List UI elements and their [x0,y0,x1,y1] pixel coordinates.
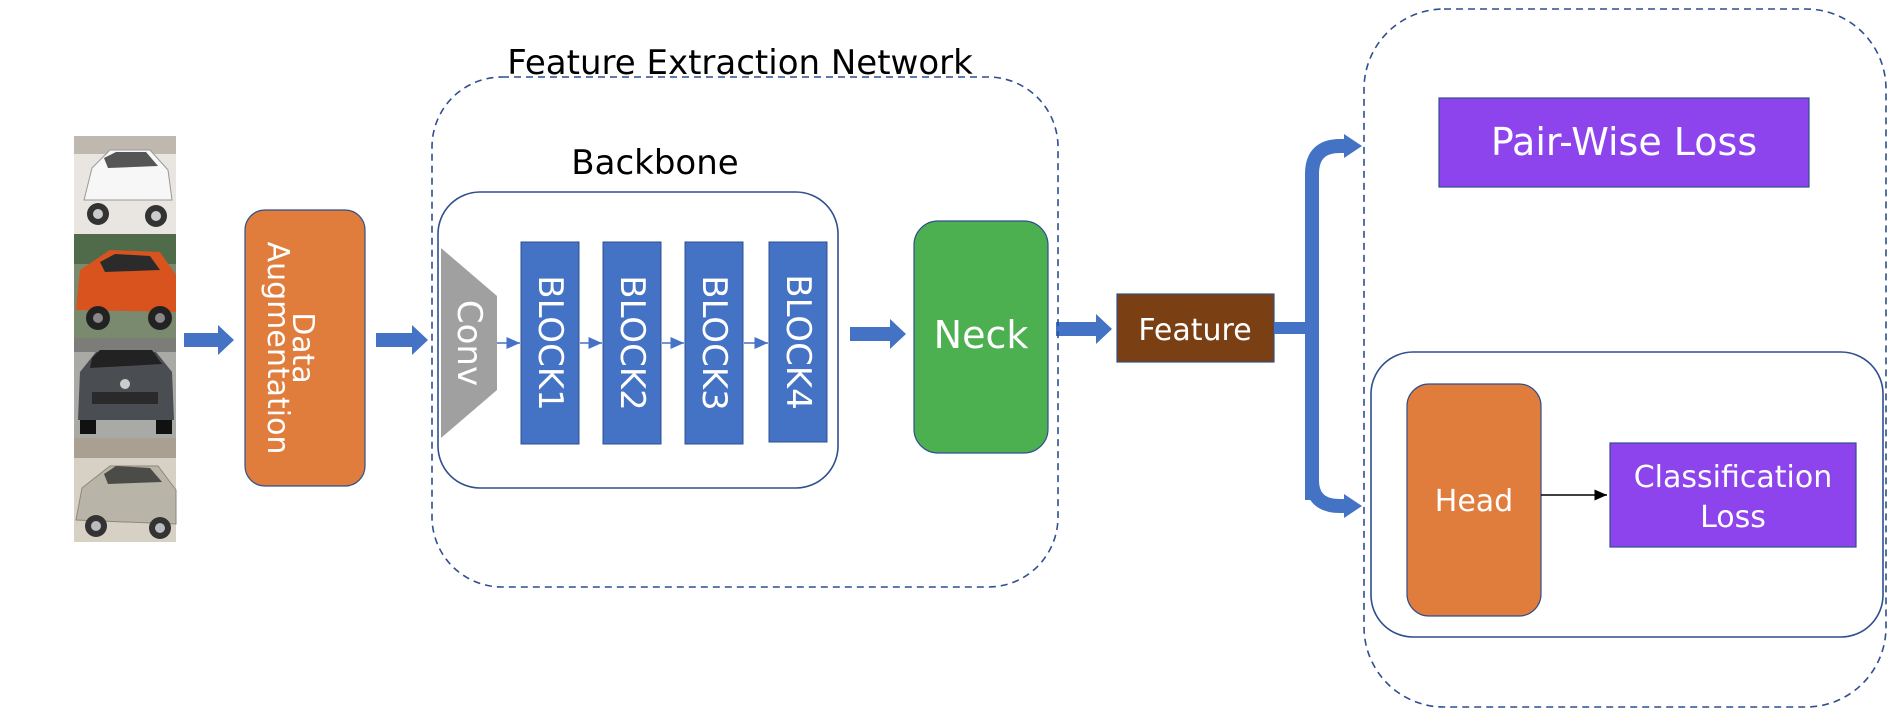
data-augmentation-box: Data Augmentation [244,209,366,487]
backbone-title: Backbone [571,143,738,183]
neck-label: Neck [934,313,1029,357]
block-4-label: BLOCK4 [778,274,818,410]
car-image-3 [74,338,176,438]
branch-arrow [1274,134,1362,518]
block-4: BLOCK4 [768,241,828,443]
head-box: Head [1406,383,1542,617]
block-2-label: BLOCK2 [612,275,652,411]
neck-box: Neck [913,220,1049,454]
block-1: BLOCK1 [520,241,580,445]
feature-extraction-title: Feature Extraction Network [507,43,973,83]
car-image-1 [74,136,176,234]
car-image-2 [74,234,176,338]
pair-wise-loss-box: Pair-Wise Loss [1438,97,1810,188]
data-augmentation-line2: Augmentation [260,242,295,455]
conv-label: Conv [449,300,489,386]
block-1-label: BLOCK1 [530,275,570,411]
head-container [1370,351,1884,638]
augmentation-arrow [376,325,428,355]
backbone-box: Backbone [437,143,839,489]
classification-loss-line1: Classification [1634,460,1833,495]
loss-section [1363,8,1887,708]
head-label: Head [1435,484,1513,519]
vehicle-images [74,136,177,542]
car-image-4 [74,438,177,542]
pair-wise-loss-label: Pair-Wise Loss [1491,120,1757,164]
feature-label: Feature [1138,313,1251,348]
backbone-to-neck-arrow [850,319,906,349]
feature-box: Feature [1116,293,1275,363]
conv-layer: Conv [441,248,497,438]
neck-to-feature-arrow [1056,314,1112,344]
block-3-label: BLOCK3 [694,275,734,411]
data-augmentation-line1: Data [285,312,320,384]
block-2: BLOCK2 [602,241,662,445]
classification-loss-box: Classification Loss [1609,442,1857,548]
feature-extraction-network: Feature Extraction Network [431,43,1059,588]
input-arrow [184,325,234,355]
block-3: BLOCK3 [684,241,744,445]
classification-loss-line2: Loss [1700,500,1766,535]
